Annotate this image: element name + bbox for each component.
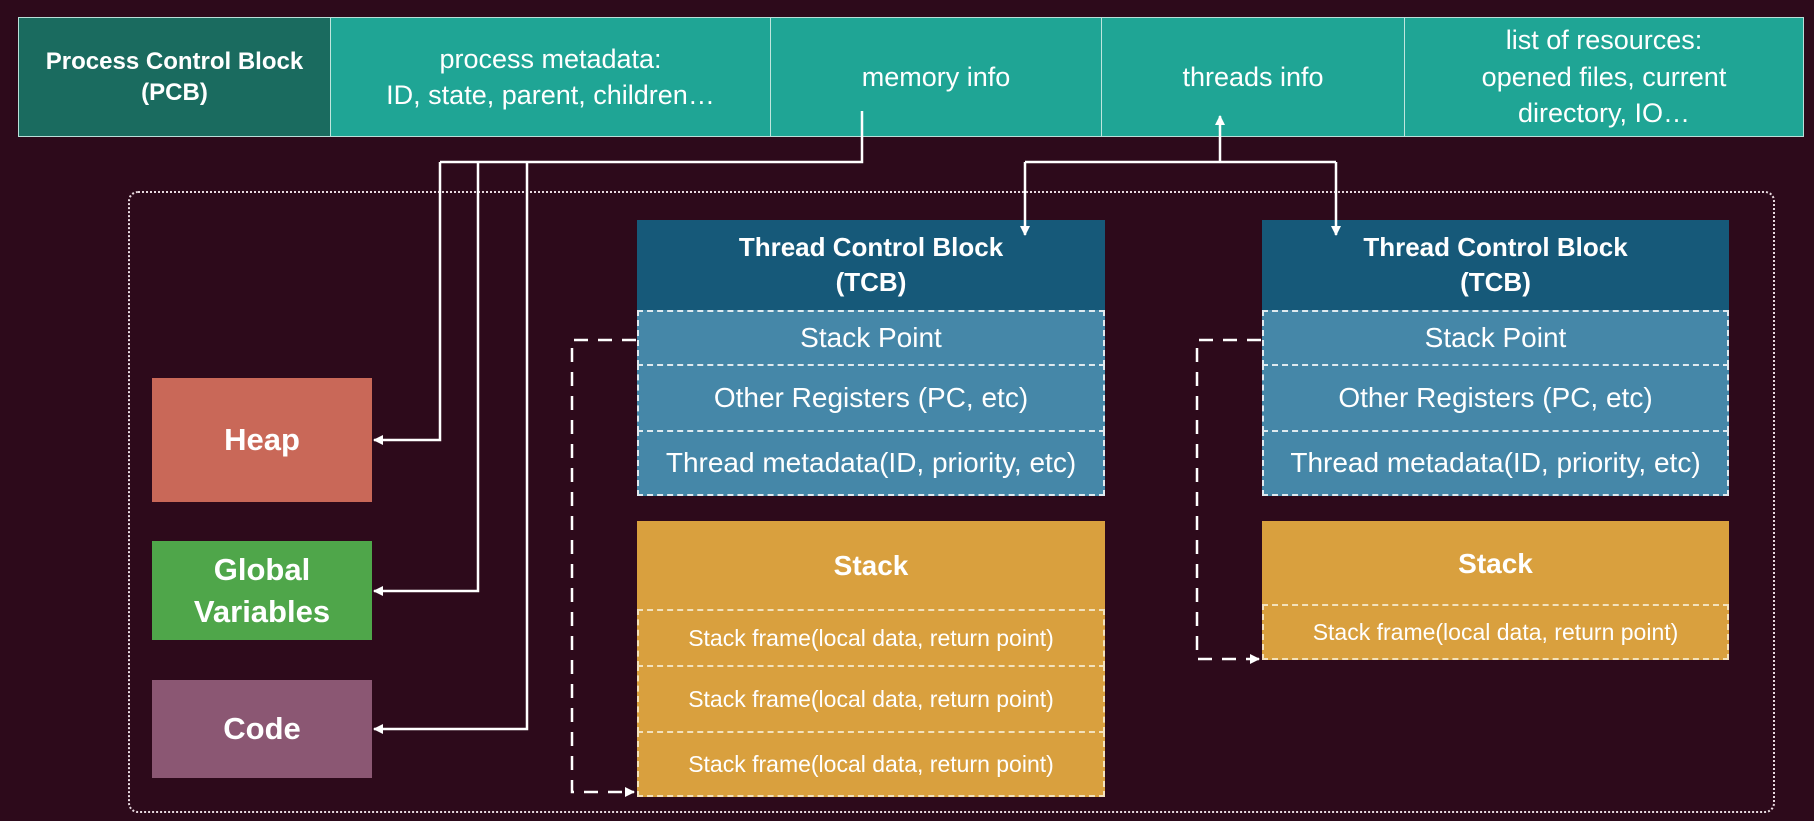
code-label: Code [223, 711, 301, 747]
stack-1-frame-1: Stack frame(local data, return point) [637, 609, 1105, 667]
tcb-1-title-line1: Thread Control Block [738, 231, 1004, 262]
tcb-header-2: Thread Control Block (TCB) [1262, 220, 1729, 310]
code-arrow [373, 162, 529, 734]
pcb-threads-info: threads info [1102, 18, 1405, 136]
tcb-1-other-registers: Other Registers (PC, etc) [637, 364, 1105, 432]
tcb-2-stack-point-label: Stack Point [1424, 322, 1567, 353]
pcb-title: Process Control Block (PCB) [19, 18, 331, 136]
stack-2-frame-1-label: Stack frame(local data, return point) [1312, 618, 1679, 645]
tcb-1-stack-point: Stack Point [637, 310, 1105, 366]
pcb-title-line2: (PCB) [141, 79, 208, 106]
pcb-title-line1: Process Control Block [45, 47, 304, 75]
pcb-metadata-line2: ID, state, parent, children… [386, 80, 715, 110]
tcb-2-other-registers: Other Registers (PC, etc) [1262, 364, 1729, 432]
pcb-threads-info-label: threads info [1182, 61, 1324, 92]
stack-2-title: Stack [1458, 548, 1533, 579]
stack-1-title: Stack [833, 550, 909, 581]
tcb-1-other-registers-label: Other Registers (PC, etc) [713, 382, 1029, 413]
heap-arrow [373, 162, 442, 445]
stack-1-frame-2-label: Stack frame(local data, return point) [688, 685, 1054, 712]
tcb-2-stack-point: Stack Point [1262, 310, 1729, 366]
process-memory-container [128, 191, 1775, 813]
tcb-2-title-line2: (TCB) [1460, 267, 1531, 297]
pcb-memory-info-label: memory info [861, 61, 1011, 92]
memory-info-connector [440, 111, 864, 164]
pcb-resources: list of resources: opened files, current… [1405, 18, 1803, 136]
heap-block: Heap [152, 378, 372, 502]
stack-1-frame-1-label: Stack frame(local data, return point) [688, 624, 1054, 651]
tcb-2-title-line1: Thread Control Block [1363, 231, 1628, 262]
stack-1-frame-2: Stack frame(local data, return point) [637, 665, 1105, 733]
globals-label-line1: Global [213, 551, 311, 587]
stack-1-header: Stack [637, 521, 1105, 611]
tcb-1-thread-metadata: Thread metadata(ID, priority, etc) [637, 430, 1105, 496]
tcb-2-other-registers-label: Other Registers (PC, etc) [1338, 382, 1653, 413]
heap-label: Heap [224, 422, 300, 458]
globals-arrow [373, 162, 480, 596]
pcb-resources-line2: opened files, current [1481, 61, 1727, 92]
pcb-resources-line1: list of resources: [1505, 25, 1703, 56]
tcb-1-stack-point-label: Stack Point [800, 322, 942, 353]
pcb-bar: Process Control Block (PCB) process meta… [18, 17, 1804, 137]
global-variables-block: Global Variables [152, 541, 372, 640]
tcb-2-thread-metadata-label: Thread metadata(ID, priority, etc) [1290, 447, 1701, 478]
stack-2-frame-1: Stack frame(local data, return point) [1262, 604, 1729, 660]
pcb-resources-line3: directory, IO… [1517, 98, 1691, 129]
stack-pointer-1-dashed [570, 338, 636, 797]
pcb-metadata-line1: process metadata: [439, 43, 662, 74]
stack-1-frame-3-label: Stack frame(local data, return point) [688, 750, 1054, 777]
stack-2-header: Stack [1262, 521, 1729, 607]
pcb-memory-info: memory info [771, 18, 1102, 136]
stack-1-frame-3: Stack frame(local data, return point) [637, 731, 1105, 797]
tcb-2-thread-metadata: Thread metadata(ID, priority, etc) [1262, 430, 1729, 496]
tcb-1-title-line2: (TCB) [835, 267, 907, 297]
code-block: Code [152, 680, 372, 778]
tcb-1-thread-metadata-label: Thread metadata(ID, priority, etc) [665, 447, 1077, 478]
stack-pointer-2-dashed [1195, 338, 1261, 664]
globals-label-line2: Variables [193, 593, 331, 629]
pcb-process-metadata: process metadata: ID, state, parent, chi… [331, 18, 771, 136]
